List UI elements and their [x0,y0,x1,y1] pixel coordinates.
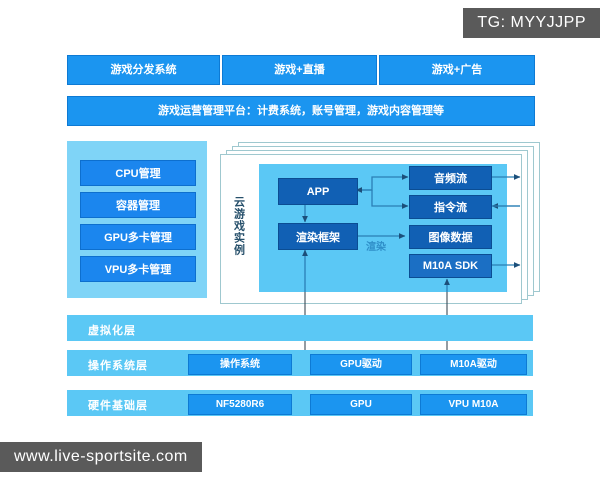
top-box-game-live[interactable]: 游戏+直播 [222,55,377,85]
resource-item-cpu[interactable]: CPU管理 [80,160,196,186]
watermark-url: www.live-sportsite.com [0,442,202,472]
node-label: 音频流 [434,173,467,185]
layer-virtualization-label: 虚拟化层 [88,325,136,337]
os-box-m10a-driver[interactable]: M10A驱动 [420,354,527,375]
top-box-label: 游戏+广告 [431,63,483,76]
resource-item-label: VPU多卡管理 [104,264,172,276]
hw-box-vpu-m10a[interactable]: VPU M10A [420,394,527,415]
node-audio-stream[interactable]: 音频流 [409,166,492,190]
top-box-game-ads[interactable]: 游戏+广告 [379,55,535,85]
hw-box-label: VPU M10A [448,399,499,410]
os-box-gpu-driver[interactable]: GPU驱动 [310,354,412,375]
resource-item-label: GPU多卡管理 [104,232,172,244]
resource-item-container[interactable]: 容器管理 [80,192,196,218]
node-app[interactable]: APP [278,178,358,205]
resource-item-vpu-multicard[interactable]: VPU多卡管理 [80,256,196,282]
node-label: APP [306,185,330,198]
node-label: 渲染框架 [296,231,340,244]
hw-box-label: NF5280R6 [215,399,265,410]
resource-item-label: CPU管理 [115,168,161,180]
layer-hardware-label: 硬件基础层 [88,400,148,412]
top-box-label: 游戏分发系统 [110,63,177,76]
os-box-label: 操作系统 [220,359,260,370]
os-box-label: GPU驱动 [340,359,382,370]
platform-bar-label: 游戏运营管理平台：计费系统，账号管理，游戏内容管理等 [158,104,444,117]
edge-label-render: 渲染 [366,242,386,253]
node-label: 图像数据 [428,232,473,244]
hw-box-label: GPU [350,399,372,410]
node-label: 指令流 [434,202,467,214]
node-render-framework[interactable]: 渲染框架 [278,223,358,250]
top-box-label: 游戏+直播 [274,63,325,76]
resource-item-label: 容器管理 [116,200,160,212]
top-box-game-distribution[interactable]: 游戏分发系统 [67,55,220,85]
node-command-stream[interactable]: 指令流 [409,195,492,219]
resource-item-gpu-multicard[interactable]: GPU多卡管理 [80,224,196,250]
watermark-telegram: TG: MYYJJPP [463,8,600,38]
node-image-data[interactable]: 图像数据 [409,225,492,249]
os-box-operating-system[interactable]: 操作系统 [188,354,292,375]
os-box-label: M10A驱动 [450,359,497,370]
platform-bar[interactable]: 游戏运营管理平台：计费系统，账号管理，游戏内容管理等 [67,96,535,126]
layer-virtualization [67,315,533,341]
hw-box-gpu[interactable]: GPU [310,394,412,415]
layer-operating-system-label: 操作系统层 [88,360,148,372]
node-m10a-sdk[interactable]: M10A SDK [409,254,492,278]
instance-side-label: 云游戏实例 [232,196,245,256]
node-label: M10A SDK [422,260,479,272]
hw-box-nf5280r6[interactable]: NF5280R6 [188,394,292,415]
